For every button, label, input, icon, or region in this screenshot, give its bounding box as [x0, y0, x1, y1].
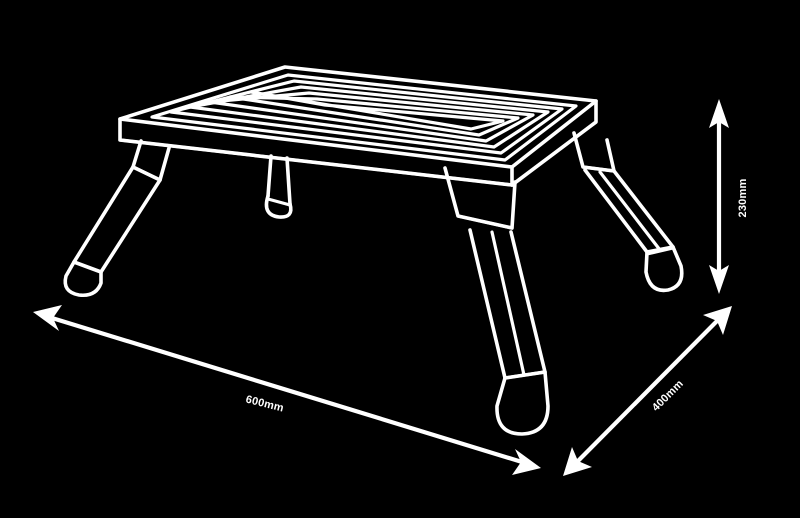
tabletop-slats: [169, 79, 564, 155]
dimension-depth-arrow-top: [703, 306, 732, 335]
tabletop-slat: [249, 90, 505, 131]
leg-tube-rear-right-inner: [598, 170, 662, 252]
leg-tube-front-left: [72, 165, 135, 264]
tabletop-group: [118, 65, 598, 187]
leg-tube-front-right-left: [468, 228, 507, 380]
leg-tube-rear-left-2: [285, 156, 292, 206]
foot-cap-front-left: [63, 260, 103, 298]
foot-cap-rear-right: [644, 245, 684, 293]
leg-tube-front-right-right: [509, 230, 547, 374]
leg-bracket-rear-right: [572, 131, 616, 173]
dimension-depth: 400mm: [563, 306, 732, 476]
dimension-height: 230mm: [709, 99, 749, 294]
dimension-depth-line: [575, 318, 720, 464]
dimension-height-arrow-bottom: [709, 265, 729, 294]
foot-cap-front-right-seam: [503, 370, 547, 380]
tabletop-right-edge: [510, 99, 598, 187]
leg-front-left: [63, 139, 171, 298]
foot-cap-rear-left: [264, 194, 293, 219]
leg-rear-right: [572, 131, 684, 293]
tabletop-inner-frame: [150, 73, 578, 162]
dimension-height-label: 230mm: [737, 179, 749, 218]
leg-bracket-rear-right-inner: [581, 165, 616, 173]
dimension-length: 600mm: [33, 305, 541, 475]
dimension-length-line: [51, 315, 523, 465]
foot-cap-front-left-seam: [72, 260, 103, 274]
leg-front-right: [443, 166, 550, 436]
foot-cap-front-right: [495, 370, 550, 436]
dimension-depth-arrow-bottom: [563, 447, 592, 476]
leg-bracket-front-left-inner: [131, 165, 162, 182]
leg-tube-rear-right-right: [612, 169, 675, 249]
dimension-length-label: 600mm: [244, 394, 285, 415]
leg-bracket-front-right-inner: [456, 214, 514, 230]
dimension-length-arrow-right: [512, 449, 541, 475]
leg-rear-left: [264, 154, 293, 219]
foot-cap-rear-left-seam: [266, 197, 292, 207]
leg-tube-rear-left: [266, 154, 273, 198]
dimension-length-arrow-left: [33, 305, 62, 331]
leg-tube-rear-right-left: [583, 168, 649, 254]
leg-tube-front-left-2: [99, 178, 162, 274]
leg-tube-front-right-inner: [490, 230, 526, 377]
dimension-height-arrow-top: [709, 99, 729, 128]
foot-cap-rear-right-seam: [645, 246, 675, 256]
